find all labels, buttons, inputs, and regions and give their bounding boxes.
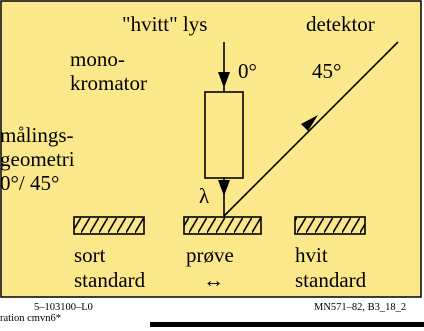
detector-label: detektor [306,12,375,36]
geometry-label-1: målings- [0,123,74,147]
reflected-beam [223,41,399,217]
incident-arrow-top [218,72,230,88]
sample-arrow-label: ↔ [203,268,224,292]
black-standard-swatch [73,216,145,235]
white-label: hvit [295,243,328,267]
white-standard-label: standard [295,268,367,292]
monochromator-label-1: mono- [70,47,125,71]
black-label: sort [74,243,106,267]
footer-bar [150,322,424,327]
sample-swatch [183,216,262,235]
monochromator-label-2: kromator [70,71,147,95]
sample-label: prøve [186,243,234,267]
incident-arrow-bottom [218,180,230,196]
angle-0-label: 0° [238,59,257,83]
angle-45-label: 45° [312,59,341,83]
reflected-arrow [301,115,318,131]
footer-right-code: MN571–82, B3_18_2 [314,302,406,313]
wavelength-label: λ [199,184,210,208]
footer-left-code: 5–103100–L0 [34,302,93,313]
white-light-label: "hvitt" lys [122,12,207,36]
diagram-panel [0,0,422,298]
footer-left-caption: ration cmvn6* [0,313,61,324]
white-standard-swatch [294,216,366,235]
black-standard-label: standard [74,268,146,292]
geometry-label-2: geometri [0,147,75,171]
geometry-label-3: 0°/ 45° [0,171,59,195]
